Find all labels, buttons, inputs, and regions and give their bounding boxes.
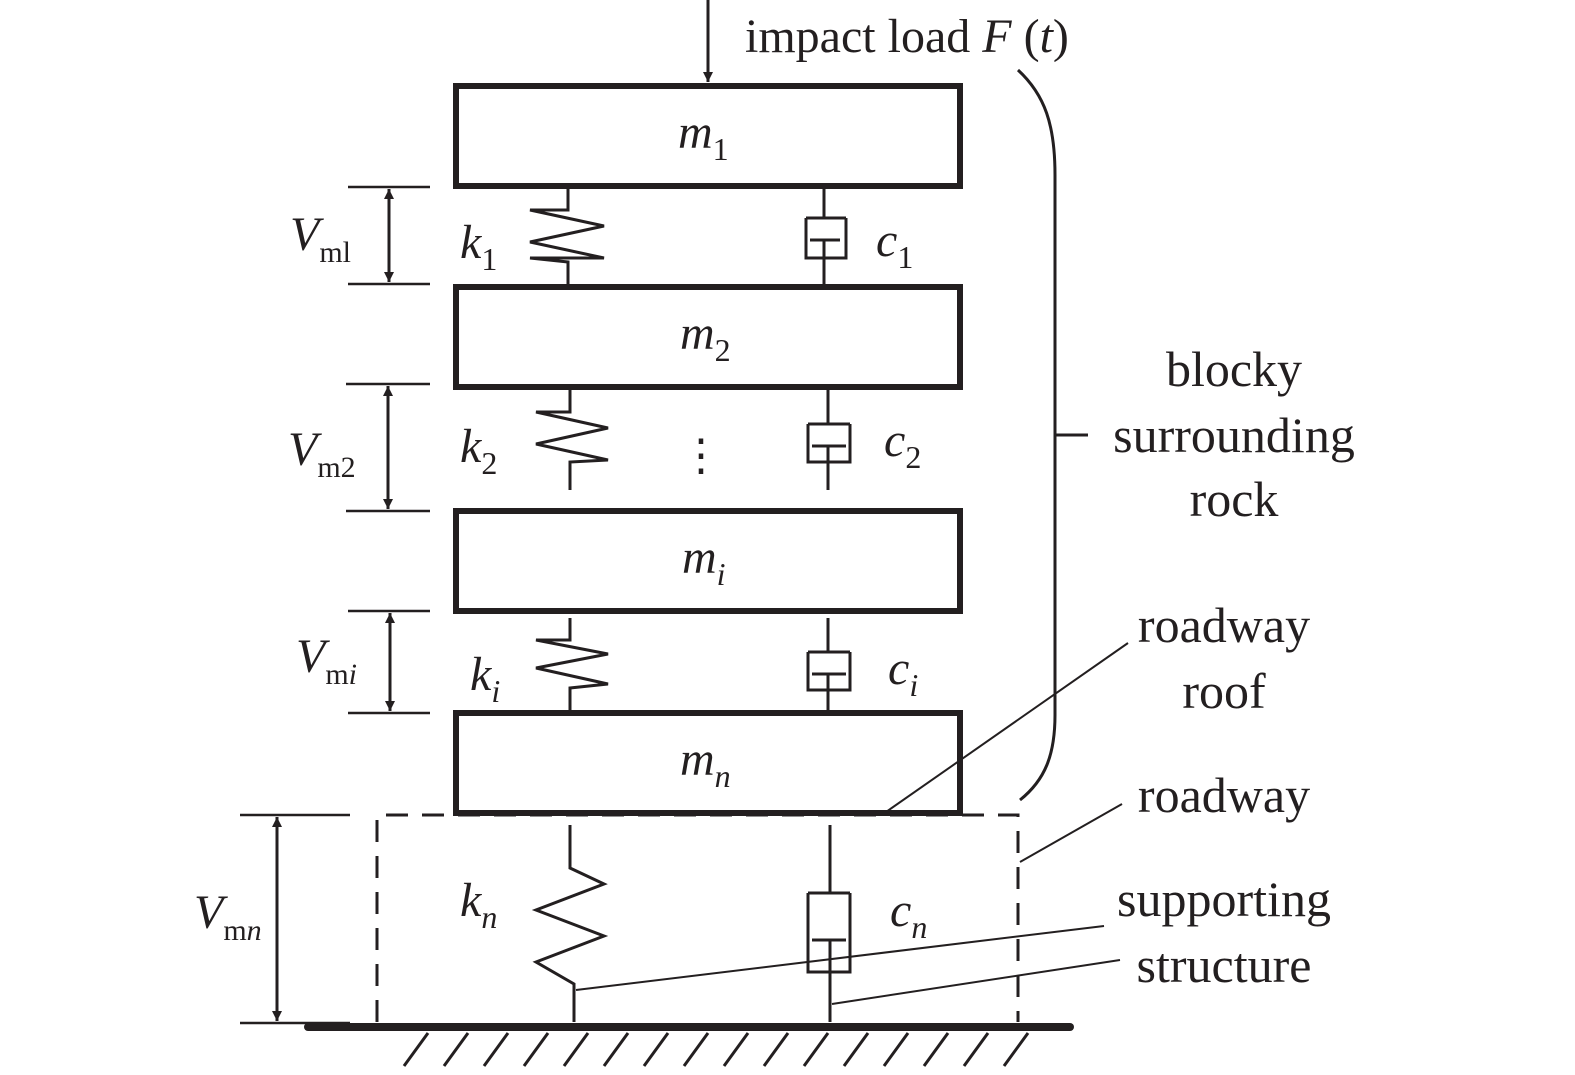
volume-label-i: Vmi [296,630,357,691]
spring-label-2: k2 [460,420,497,481]
support-leader-spring [575,925,1105,991]
roof-label-1: roadway [1138,597,1310,653]
roadway-label: roadway [1138,767,1310,823]
mass-block-2 [453,284,963,390]
spring-2 [535,390,609,490]
mass-label-2: m2 [680,307,731,368]
damper-label-n: cn [890,884,927,945]
blocky-rock-label-3: rock [1190,471,1279,527]
blocky-rock-label-2: surrounding [1113,407,1355,463]
spring-label-n: kn [460,874,497,935]
support-label-2: structure [1137,937,1312,993]
support-label-1: supporting [1117,871,1331,927]
damper-n [806,825,852,1022]
volume-label-1: Vml [290,208,351,269]
mass-label-1: m1 [678,106,729,167]
dimension-marker-1 [348,185,430,286]
blocky-rock-label-1: blocky [1166,341,1302,397]
damper-2 [806,390,852,490]
spring-n [531,825,609,1022]
roadway-dashed-frame [375,813,1020,1022]
rock-brace [1016,68,1057,802]
damper-label-i: ci [888,642,918,703]
damper-i [806,618,852,716]
support-leader-damper [831,959,1121,1005]
volume-label-n: Vmn [194,886,262,947]
spring-i [535,618,609,716]
spring-label-i: ki [470,648,500,709]
damper-1 [804,189,848,284]
mass-block-i [453,508,963,614]
dimension-marker-2 [346,382,430,513]
dimension-marker-i [348,609,430,715]
mass-label-i: mi [682,531,726,592]
ellipsis: ⋮ [679,431,723,480]
mass-label-n: mn [680,733,731,794]
spring-label-1: k1 [460,216,497,277]
damper-label-1: c1 [876,214,913,275]
roof-leader [885,642,1129,813]
roadway-leader [1019,803,1123,863]
impact-load-label: impact load F (t) [745,10,1069,63]
ground-hatching [402,1032,1030,1067]
volume-label-2: Vm2 [288,423,356,484]
roof-label-2: roof [1182,663,1266,719]
mass-block-n [453,710,963,816]
damper-label-2: c2 [884,414,921,475]
spring-1 [529,189,605,284]
mass-block-1 [453,83,963,189]
